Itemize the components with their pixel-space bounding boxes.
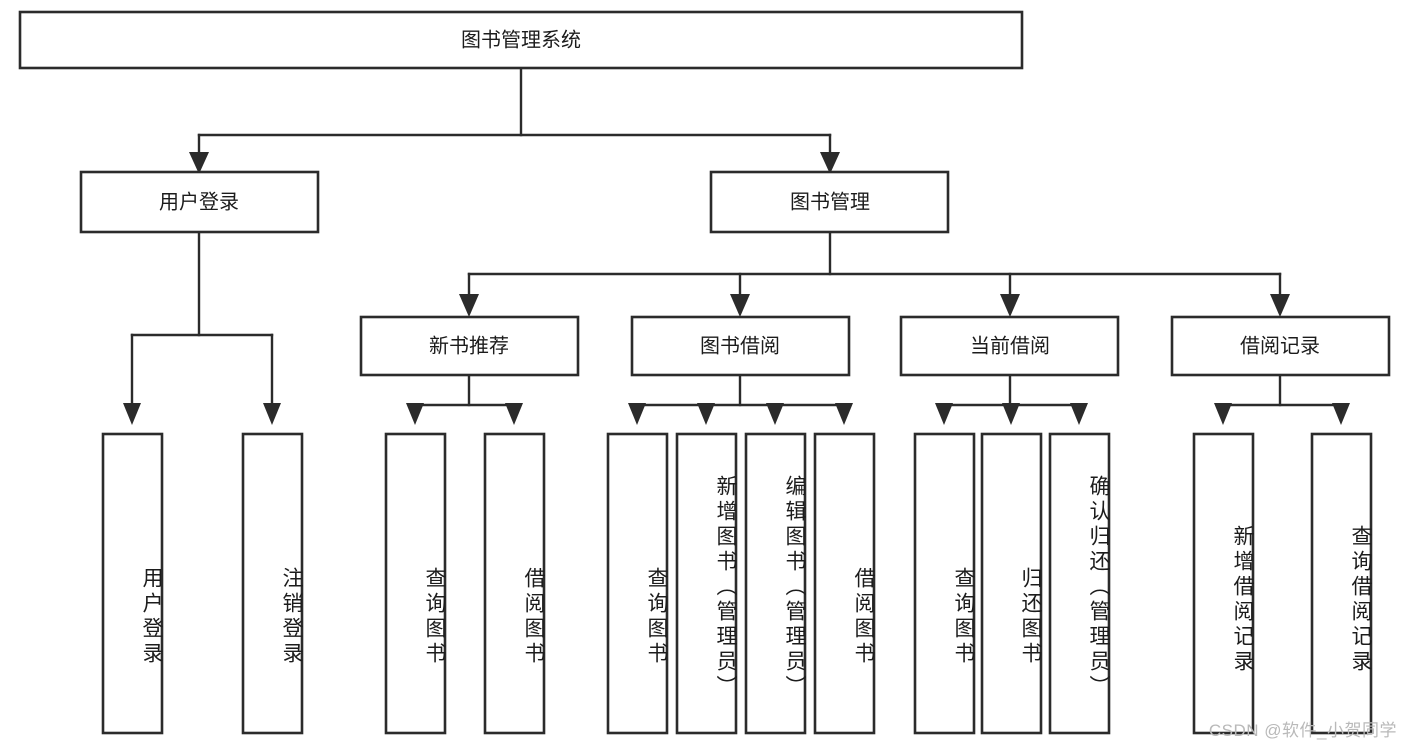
- csdn-watermark: CSDN @软件_小贺同学: [1208, 721, 1397, 740]
- arrowhead-current-leaf-3: [1070, 403, 1088, 425]
- leaf-box-borrow-add-book[interactable]: [675, 432, 738, 735]
- node-box-new-book-recommend[interactable]: [359, 315, 580, 377]
- arrowhead-record-leaf-1: [1214, 403, 1232, 425]
- arrowhead-borrow-leaf-2: [697, 403, 715, 425]
- leaf-box-user-login-logout[interactable]: [241, 432, 304, 735]
- arrowhead-current-leaf-2: [1002, 403, 1020, 425]
- node-label-borrow-record: 借阅记录: [1240, 334, 1320, 357]
- leaf-box-borrow-query-book[interactable]: [606, 432, 669, 735]
- arrowhead-to-current: [1000, 294, 1020, 317]
- arrowhead-to-leaf-user-login: [123, 403, 141, 425]
- leaf-box-recommend-query-book[interactable]: [384, 432, 447, 735]
- arrowhead-record-leaf-2: [1332, 403, 1350, 425]
- arrowhead-borrow-leaf-3: [766, 403, 784, 425]
- leaf-box-borrow-borrow-book[interactable]: [813, 432, 876, 735]
- node-box-book-borrow[interactable]: [630, 315, 851, 377]
- node-label-book-borrow: 图书借阅: [700, 334, 780, 357]
- leaf-box-record-query-record[interactable]: [1310, 432, 1373, 735]
- arrowhead-borrow-leaf-1: [628, 403, 646, 425]
- leaf-box-record-add-record[interactable]: [1192, 432, 1255, 735]
- leaf-box-user-login-login[interactable]: [101, 432, 164, 735]
- arrowhead-to-record: [1270, 294, 1290, 317]
- node-label-root: 图书管理系统: [461, 28, 581, 51]
- leaf-box-current-confirm-return[interactable]: [1048, 432, 1111, 735]
- arrowhead-current-leaf-1: [935, 403, 953, 425]
- node-box-current-borrow[interactable]: [899, 315, 1120, 377]
- leaf-box-recommend-borrow-book[interactable]: [483, 432, 546, 735]
- arrowhead-to-borrow: [730, 294, 750, 317]
- node-label-book-management: 图书管理: [790, 190, 870, 213]
- node-box-book-management[interactable]: [709, 170, 950, 234]
- node-label-user-login: 用户登录: [159, 190, 239, 213]
- node-box-root[interactable]: [18, 10, 1024, 70]
- arrowhead-recommend-leaf-1: [406, 403, 424, 425]
- node-label-current-borrow: 当前借阅: [970, 334, 1050, 357]
- arrowhead-to-recommend: [459, 294, 479, 317]
- arrowheads-layer: [123, 152, 1350, 425]
- leaf-box-borrow-edit-book[interactable]: [744, 432, 807, 735]
- node-box-borrow-record[interactable]: [1170, 315, 1391, 377]
- leaf-box-current-query-book[interactable]: [913, 432, 976, 735]
- arrowhead-to-book-mgmt: [820, 152, 840, 174]
- arrowhead-borrow-leaf-4: [835, 403, 853, 425]
- arrowhead-to-leaf-logout: [263, 403, 281, 425]
- leaf-box-current-return-book[interactable]: [980, 432, 1043, 735]
- nodes-layer: 图书管理系统 用户登录 图书管理 新书推荐 图书借阅 当前借阅 借阅记录: [18, 10, 1391, 735]
- arrowhead-to-user-login: [189, 152, 209, 174]
- node-box-user-login[interactable]: [79, 170, 320, 234]
- arrowhead-recommend-leaf-2: [505, 403, 523, 425]
- node-label-new-book-recommend: 新书推荐: [429, 334, 509, 357]
